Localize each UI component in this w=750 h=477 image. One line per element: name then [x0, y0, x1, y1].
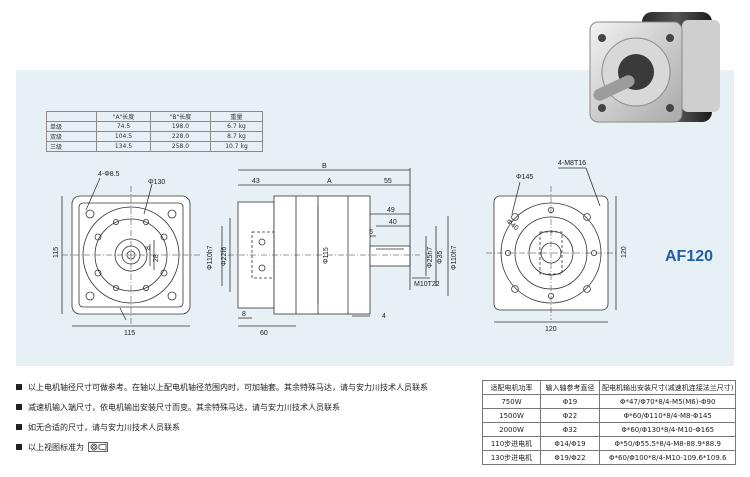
note-item: 如无合适的尺寸，请与安力川技术人员联系 [16, 420, 476, 434]
motor-cell: 2000W [482, 422, 541, 437]
dim-front-d1: 8 [145, 246, 152, 250]
dim-rear-side: 120 [621, 246, 628, 258]
dim-side-d25: Φ25h7 [427, 247, 434, 268]
table-row: 双级 104.5 228.0 8.7 kg [46, 131, 263, 142]
motor-cell: Φ*50/Φ55.5*8/4-M8-88.9*88.9 [598, 436, 737, 451]
gearbox-photo [589, 12, 720, 123]
dim-side-d115: Φ115 [323, 247, 330, 264]
dim-side-d22: Φ22f6 [221, 247, 228, 266]
note-text: 减速机输入端尺寸，依电机输出安装尺寸而变。其余特殊马达，请与安力川技术人员联系 [28, 402, 340, 412]
dim-front-d2: 28 [153, 254, 160, 262]
dim-side-8: 8 [242, 311, 246, 318]
dim-side-b: B [322, 163, 327, 170]
dim-side-d110b: Φ110h7 [451, 245, 458, 270]
rear-view [486, 167, 617, 323]
front-view [61, 177, 200, 327]
motor-cell: Φ22 [540, 408, 600, 423]
motor-cell: 110步进电机 [482, 436, 541, 451]
dim-side-55: 55 [384, 178, 392, 185]
table-row: 1500W Φ22 Φ*60/Φ110*8/4-M8-Φ145 [482, 408, 737, 423]
table-row: 750W Φ19 Φ*47/Φ70*8/4-M5(M6)-Φ90 [482, 394, 737, 409]
bullet-square-icon [16, 424, 22, 430]
dim-side-a: A [327, 178, 332, 185]
note-item: 减速机输入端尺寸，依电机输出安装尺寸而变。其余特殊马达，请与安力川技术人员联系 [16, 400, 476, 414]
motor-cell: Φ32 [540, 422, 600, 437]
motor-cell: Φ*60/Φ100*8/4-M10-109.6*109.6 [598, 450, 737, 465]
bullet-square-icon [16, 404, 22, 410]
projection-symbol-icon [88, 442, 108, 452]
dim-rear-pcd: Φ145 [516, 174, 533, 181]
dim-side-d35: Φ35 [437, 251, 444, 264]
motor-cell: 1500W [482, 408, 541, 423]
dim-side-d110: Φ110h7 [207, 245, 214, 270]
bullet-square-icon [16, 444, 22, 450]
note-item: 以上视图标准为 [16, 440, 476, 454]
motor-header-cell: 配电机输出安装尺寸(减速机连接法兰尺寸) [598, 380, 737, 395]
dim-front-side: 115 [53, 247, 60, 258]
motor-table: 适配电机功率 输入轴参考直径 配电机输出安装尺寸(减速机连接法兰尺寸) 750W… [482, 380, 737, 465]
note-item: 以上电机轴径尺寸可做参考。在轴以上配电机轴径范围内时，可加轴套。其余特殊马达，请… [16, 380, 476, 394]
motor-cell: Φ*60/Φ110*8/4-M8-Φ145 [598, 408, 737, 423]
spec-cell: 10.7 kg [210, 141, 263, 152]
dim-side-thread: M10T22 [414, 281, 440, 288]
dim-front-holes: 4-Φ8.5 [98, 171, 120, 178]
table-row: 2000W Φ32 Φ*60/Φ130*8/4-M10-Φ165 [482, 422, 737, 437]
dim-rear-bottom: 120 [545, 326, 557, 333]
dim-front-pcd: Φ130 [148, 179, 165, 186]
note-text: 如无合适的尺寸，请与安力川技术人员联系 [28, 422, 180, 432]
dim-front-bottom: 115 [124, 330, 135, 337]
table-row: 130步进电机 Φ19/Φ22 Φ*60/Φ100*8/4-M10-109.6*… [482, 450, 737, 465]
dim-side-43: 43 [252, 178, 260, 185]
motor-cell: Φ*47/Φ70*8/4-M5(M6)-Φ90 [598, 394, 737, 409]
table-row: 三级 134.5 258.0 10.7 kg [46, 141, 263, 152]
motor-cell: 130步进电机 [482, 450, 541, 465]
bullet-square-icon [16, 384, 22, 390]
dim-side-60: 60 [260, 330, 268, 337]
motor-header-cell: 适配电机功率 [482, 380, 541, 395]
motor-cell: Φ19/Φ22 [540, 450, 600, 465]
motor-cell: Φ14/Φ19 [540, 436, 600, 451]
motor-cell: Φ*60/Φ130*8/4-M10-Φ165 [598, 422, 737, 437]
note-text: 以上视图标准为 [28, 442, 84, 452]
motor-cell: Φ19 [540, 394, 600, 409]
dim-side-4: 4 [382, 313, 386, 320]
dim-rear-thread: 4-M8T16 [558, 160, 586, 167]
dim-side-5: 5 [369, 229, 373, 236]
notes-list: 以上电机轴径尺寸可做参考。在轴以上配电机轴径范围内时，可加轴套。其余特殊马达，请… [16, 380, 476, 460]
model-title: AF120 [665, 248, 714, 265]
note-text: 以上电机轴径尺寸可做参考。在轴以上配电机轴径范围内时，可加轴套。其余特殊马达，请… [28, 382, 428, 392]
dim-side-40: 40 [389, 219, 397, 226]
dim-side-49: 49 [387, 207, 395, 214]
motor-cell: 750W [482, 394, 541, 409]
side-view [221, 168, 449, 327]
table-row: 110步进电机 Φ14/Φ19 Φ*50/Φ55.5*8/4-M8-88.9*8… [482, 436, 737, 451]
motor-header-cell: 输入轴参考直径 [540, 380, 600, 395]
spec-table: "A"长度 "B"长度 重量 单级 74.5 198.0 6.7 kg 双级 1… [46, 111, 263, 152]
